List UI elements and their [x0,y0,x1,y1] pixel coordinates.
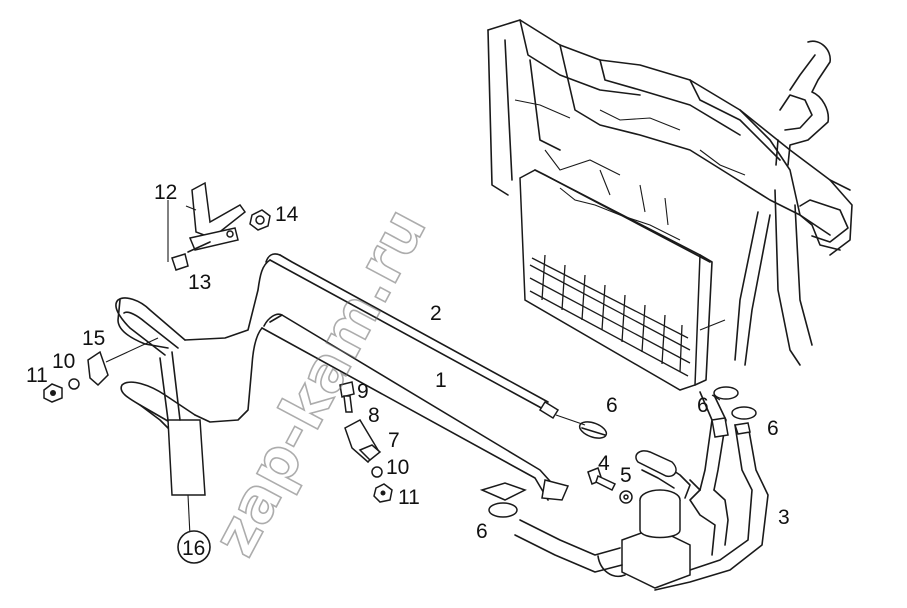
callout-10-center: 10 [386,456,409,479]
callout-2: 2 [430,302,442,325]
callout-10-left: 10 [52,350,75,373]
callout-7: 7 [388,429,400,452]
callout-11-center: 11 [398,486,420,509]
callout-15: 15 [82,327,105,350]
callout-13: 13 [188,271,211,294]
callout-labels: 1 2 3 4 5 6 6 6 6 7 8 9 10 10 11 11 12 1… [26,181,790,564]
pipe-1 [194,313,570,501]
fastener-stack [339,381,393,503]
callout-6-lower: 6 [476,520,488,543]
hose-clamps [479,386,757,518]
callout-12: 12 [154,181,177,204]
callout-16-circle: 16 [177,530,211,564]
bracket-assembly [167,181,271,271]
watermark: zap-kam.ru [199,198,440,568]
callout-4: 4 [598,452,610,475]
callout-16: 16 [182,537,205,560]
callout-6-right: 6 [767,417,779,440]
callout-5: 5 [620,464,632,487]
pipe-loops [115,297,206,537]
callout-6-upper: 6 [606,394,618,417]
leader-lines [555,319,726,426]
callout-11-left: 11 [26,364,48,387]
callout-3: 3 [778,506,790,529]
heater-housing [487,19,853,366]
callout-1: 1 [435,369,447,392]
callout-9: 9 [357,380,369,403]
callout-8: 8 [368,404,380,427]
clamp-15 [43,337,159,403]
callout-6-right-left: 6 [697,394,709,417]
pipe-2 [184,253,560,420]
callout-14: 14 [275,203,299,226]
lower-hoses [514,391,769,591]
heater-core [519,169,713,391]
